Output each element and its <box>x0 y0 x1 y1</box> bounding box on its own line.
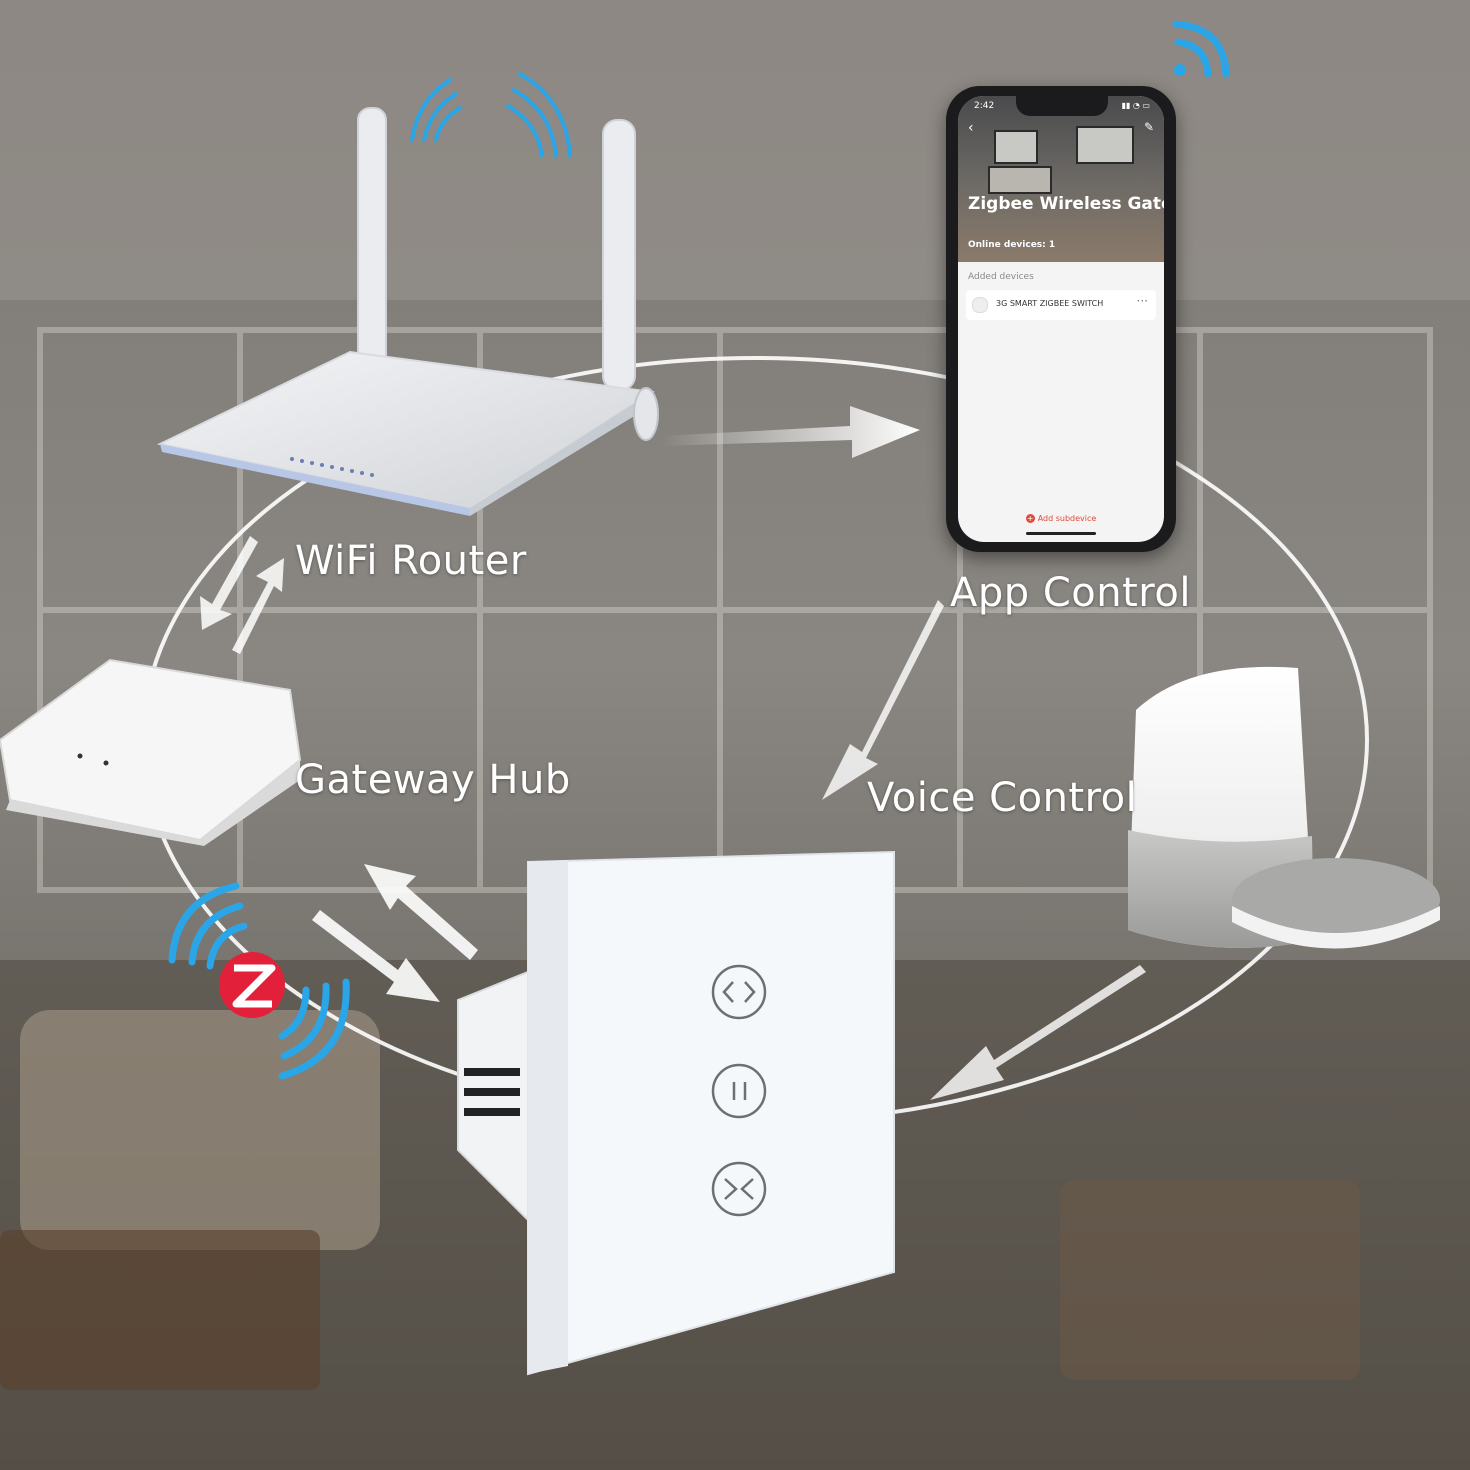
more-icon[interactable]: ··· <box>1136 294 1148 308</box>
curtain-open-icon[interactable] <box>711 964 767 1020</box>
app-header <box>958 96 1164 262</box>
router-antenna-joint <box>633 387 659 441</box>
router-antenna-right <box>602 119 636 391</box>
wifi-router-label: WiFi Router <box>295 538 527 584</box>
arrow-voice-to-switch <box>930 965 1146 1100</box>
hub-led-2 <box>103 760 109 766</box>
plus-icon: + <box>1025 514 1035 523</box>
smartphone: 2:42 ▮▮ ◔ ▭ ‹ ✎ Zigbee Wireless Gate... … <box>946 86 1176 552</box>
chevron-left-icon[interactable]: ‹ <box>968 120 974 136</box>
gateway-title: Zigbee Wireless Gate... <box>968 194 1164 214</box>
router-leds <box>290 457 374 477</box>
switch-vent <box>464 1068 520 1076</box>
smart-speaker-mini <box>1232 858 1440 949</box>
phone-screen: 2:42 ▮▮ ◔ ▭ ‹ ✎ Zigbee Wireless Gate... … <box>958 96 1164 542</box>
add-subdevice-button[interactable]: +Add subdevice <box>958 514 1164 523</box>
device-icon <box>972 297 988 313</box>
device-name: 3G SMART ZIGBEE SWITCH <box>996 299 1104 308</box>
voice-control-label: Voice Control <box>867 775 1138 821</box>
hub-led-1 <box>77 753 83 759</box>
app-control-label: App Control <box>950 570 1191 616</box>
curtain-close-icon[interactable] <box>711 1161 767 1217</box>
status-time: 2:42 <box>974 101 995 111</box>
arrows-hub-router <box>200 536 284 654</box>
arrows-hub-switch <box>312 864 478 1002</box>
wall-switch <box>457 850 895 1376</box>
added-devices-header: Added devices <box>968 272 1034 282</box>
home-indicator <box>1026 532 1096 535</box>
online-devices-count: Online devices: 1 <box>968 240 1056 250</box>
gateway-hub-label: Gateway Hub <box>295 757 571 803</box>
phone-notch <box>1016 96 1108 116</box>
zigbee-logo-icon <box>168 882 350 1080</box>
status-icons: ▮▮ ◔ ▭ <box>1121 101 1150 110</box>
edit-pencil-icon[interactable]: ✎ <box>1143 120 1154 134</box>
arrow-router-to-app <box>660 406 920 458</box>
router-front-light <box>160 444 470 516</box>
table-left <box>0 1230 320 1390</box>
phone-wifi-icon <box>1172 20 1230 78</box>
wifi-router <box>156 107 659 516</box>
chair-right <box>1060 1180 1360 1380</box>
gateway-hub <box>0 658 302 846</box>
device-row[interactable]: 3G SMART ZIGBEE SWITCH ··· <box>966 290 1156 320</box>
add-subdevice-label: Add subdevice <box>1037 514 1097 523</box>
wifi-signal-icon <box>410 72 572 158</box>
ceiling <box>0 0 1470 300</box>
pause-icon[interactable] <box>711 1063 767 1119</box>
arrow-app-to-switch <box>822 600 944 800</box>
router-antenna-left <box>357 107 387 379</box>
